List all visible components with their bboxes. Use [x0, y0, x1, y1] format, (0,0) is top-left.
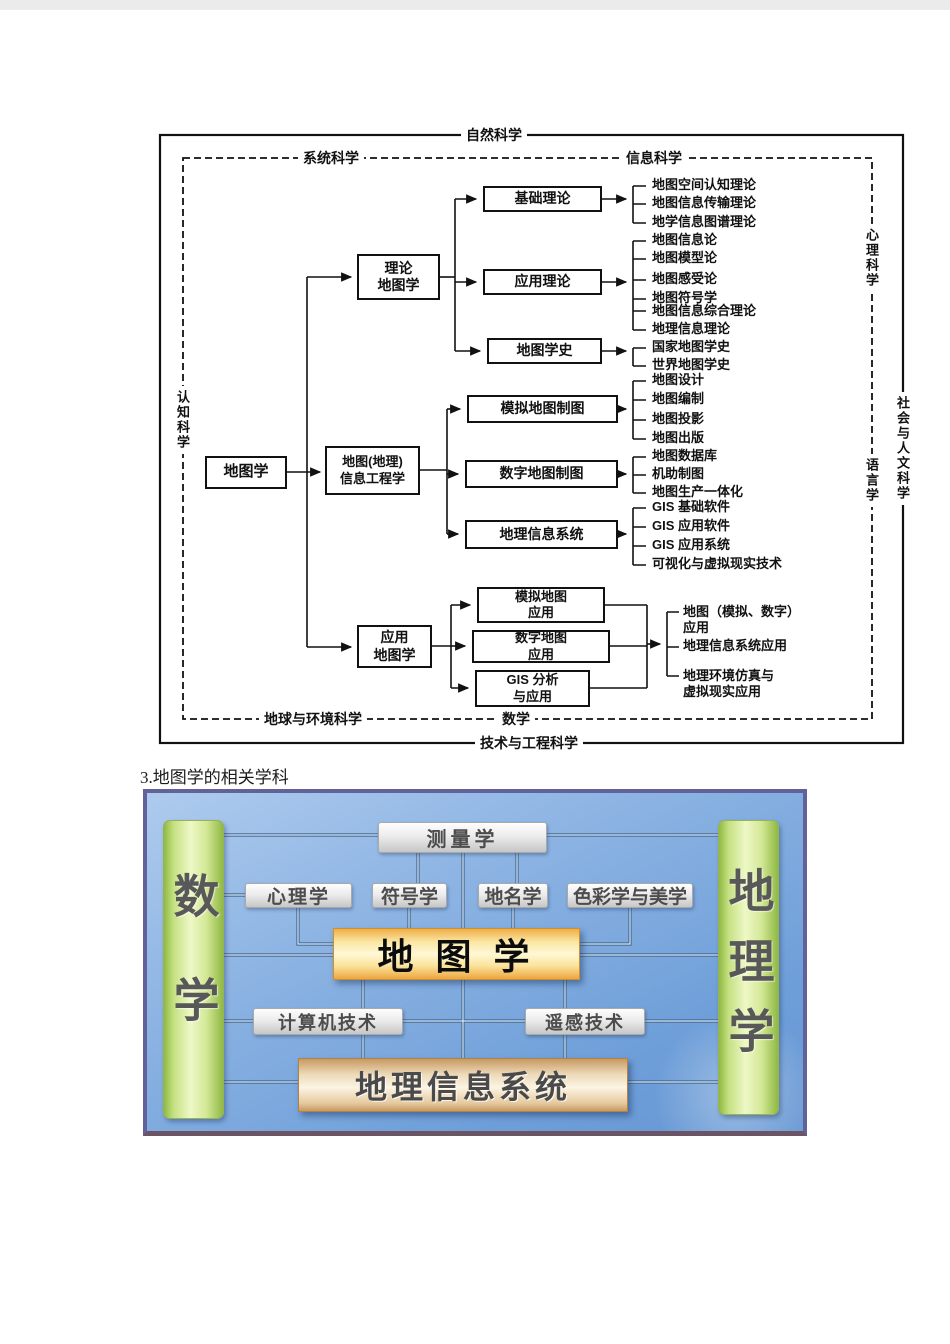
leaf-item: 机助制图	[652, 466, 705, 481]
box-gis: 地理信息系统	[465, 520, 618, 549]
box-gis-analysis-app: GIS 分析 与应用	[475, 670, 590, 707]
label-social-humanities-science: 社会与人文科学	[893, 392, 911, 505]
leaf-item: 地图编制	[652, 391, 705, 406]
leaf-item: GIS 应用系统	[652, 537, 731, 552]
box-surveying: 测量学	[378, 822, 547, 853]
box-remote-sensing: 遥感技术	[525, 1008, 645, 1035]
leaf-item: 世界地图学史	[652, 357, 731, 372]
leaf-item: 国家地图学史	[652, 339, 731, 354]
leaf-item: 可视化与虚拟现实技术	[652, 556, 783, 571]
leaf-item: GIS 应用软件	[652, 518, 731, 533]
box-cartography-history: 地图学史	[487, 338, 602, 364]
leaf-item: 地图信息综合理论	[652, 303, 757, 318]
cartography-structure-diagram: 自然科学 技术与工程科学 社会与人文科学 系统科学 信息科学 认知科学 心理科学…	[155, 127, 915, 760]
box-gis-bottom: 地理信息系统	[298, 1058, 628, 1112]
box-analog-map-app: 模拟地图 应用	[477, 587, 605, 623]
leaf-item: GIS 基础软件	[652, 499, 731, 514]
relation-connectors-svg	[222, 833, 718, 1084]
box-cartography-root: 地图学	[205, 456, 287, 489]
flowchart-connectors-svg	[158, 133, 905, 745]
box-computer-tech: 计算机技术	[253, 1008, 403, 1035]
box-analog-mapping: 模拟地图制图	[467, 395, 618, 423]
box-digital-map-app: 数字地图 应用	[472, 630, 610, 663]
leaf-item: 地理环境仿真与 虚拟现实应用	[683, 668, 775, 699]
pillar-mathematics: 数学	[163, 820, 224, 1119]
label-cognitive-science: 认知科学	[173, 386, 191, 454]
box-applied-theory: 应用理论	[483, 269, 602, 295]
leaf-item: 地图感受论	[652, 271, 718, 286]
box-map-info-engineering: 地图(地理) 信息工程学	[325, 446, 420, 495]
label-linguistics: 语言学	[862, 454, 880, 507]
leaf-item: 地图空间认知理论	[652, 177, 757, 192]
leaf-item: 地图投影	[652, 411, 705, 426]
section-heading: 3.地图学的相关学科	[140, 768, 289, 787]
box-psychology: 心理学	[245, 883, 352, 908]
label-psychological-science: 心理科学	[862, 224, 880, 292]
leaf-item: 地图（模拟、数字） 应用	[683, 604, 801, 635]
label-mathematics: 数学	[497, 711, 535, 727]
leaf-item: 地图模型论	[652, 250, 718, 265]
label-tech-engineering-science: 技术与工程科学	[475, 735, 583, 751]
box-basic-theory: 基础理论	[483, 186, 602, 212]
box-theoretical-cartography: 理论 地图学	[357, 254, 440, 300]
label-natural-science: 自然科学	[461, 127, 527, 143]
leaf-item: 地理信息系统应用	[683, 638, 788, 653]
box-digital-mapping: 数字地图制图	[465, 460, 618, 488]
leaf-item: 地图出版	[652, 430, 705, 445]
page-top-strip	[0, 0, 950, 10]
leaf-item: 地图符号学	[652, 290, 718, 305]
label-information-science: 信息科学	[621, 150, 687, 166]
leaf-item: 地图数据库	[652, 448, 718, 463]
leaf-item: 地图信息论	[652, 232, 718, 247]
leaf-item: 地图设计	[652, 372, 705, 387]
leaf-item: 地学信息图谱理论	[652, 214, 757, 229]
leaf-item: 地图信息传输理论	[652, 195, 757, 210]
label-system-science: 系统科学	[298, 150, 364, 166]
label-earth-environment-science: 地球与环境科学	[259, 711, 367, 727]
leaf-item: 地理信息理论	[652, 321, 731, 336]
box-semiotics: 符号学	[372, 883, 447, 908]
box-applied-cartography: 应用 地图学	[357, 625, 432, 668]
box-color-aesthetics: 色彩学与美学	[567, 883, 693, 908]
leaf-item: 地图生产一体化	[652, 484, 744, 499]
pillar-geography: 地理学	[718, 820, 779, 1115]
box-cartography-center: 地 图 学	[333, 928, 580, 980]
box-toponymy: 地名学	[478, 883, 548, 908]
related-disciplines-diagram: 数学 地理学 测量学 心理学 符号学 地名学 色彩学与美学 地 图 学 计算机技…	[143, 789, 807, 1136]
